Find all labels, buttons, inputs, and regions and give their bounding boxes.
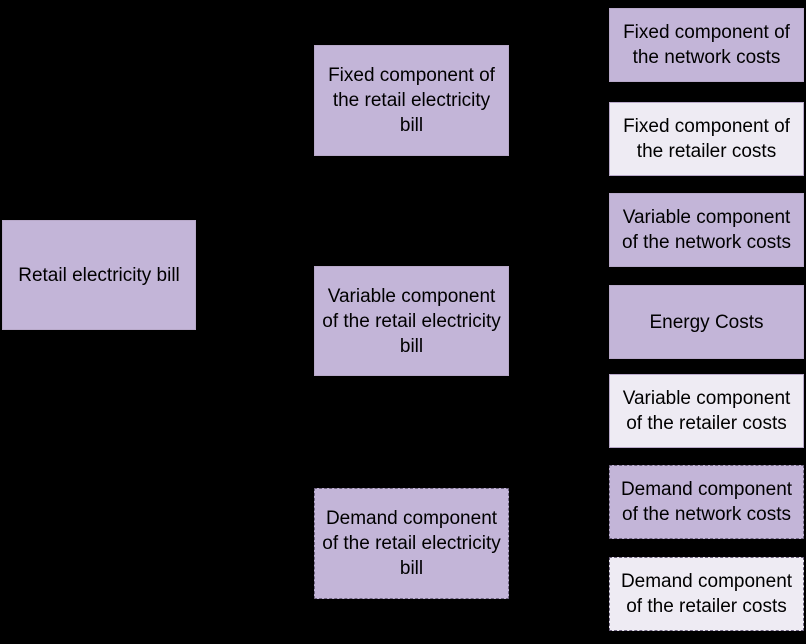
demand-component-bill-label: Demand component of the retail electrici… [322, 508, 501, 579]
variable-network-costs-box: Variable component of the network costs [609, 193, 804, 267]
energy-costs-label: Energy Costs [649, 311, 764, 333]
demand-network-costs-box: Demand component of the network costs [609, 465, 804, 539]
fixed-network-costs-label: Fixed component of the network costs [623, 22, 790, 68]
retail-electricity-bill-label: Retail electricity bill [18, 264, 180, 286]
demand-retailer-costs-box: Demand component of the retailer costs [609, 557, 804, 631]
retail-electricity-bill-box: Retail electricity bill [2, 220, 196, 330]
fixed-retailer-costs-label: Fixed component of the retailer costs [623, 116, 790, 162]
fixed-retailer-costs-box: Fixed component of the retailer costs [609, 102, 804, 176]
fixed-component-bill-box: Fixed component of the retail electricit… [314, 45, 509, 156]
fixed-component-bill-label: Fixed component of the retail electricit… [328, 65, 495, 136]
demand-network-costs-label: Demand component of the network costs [620, 479, 793, 525]
fixed-network-costs-box: Fixed component of the network costs [609, 8, 804, 82]
variable-network-costs-label: Variable component of the network costs [622, 207, 791, 253]
demand-component-bill-box: Demand component of the retail electrici… [314, 488, 509, 599]
variable-retailer-costs-label: Variable component of the retailer costs [622, 388, 791, 434]
variable-retailer-costs-box: Variable component of the retailer costs [609, 374, 804, 448]
variable-component-bill-box: Variable component of the retail electri… [314, 266, 509, 376]
energy-costs-box: Energy Costs [609, 285, 804, 359]
demand-retailer-costs-label: Demand component of the retailer costs [620, 571, 793, 617]
variable-component-bill-label: Variable component of the retail electri… [322, 285, 501, 357]
